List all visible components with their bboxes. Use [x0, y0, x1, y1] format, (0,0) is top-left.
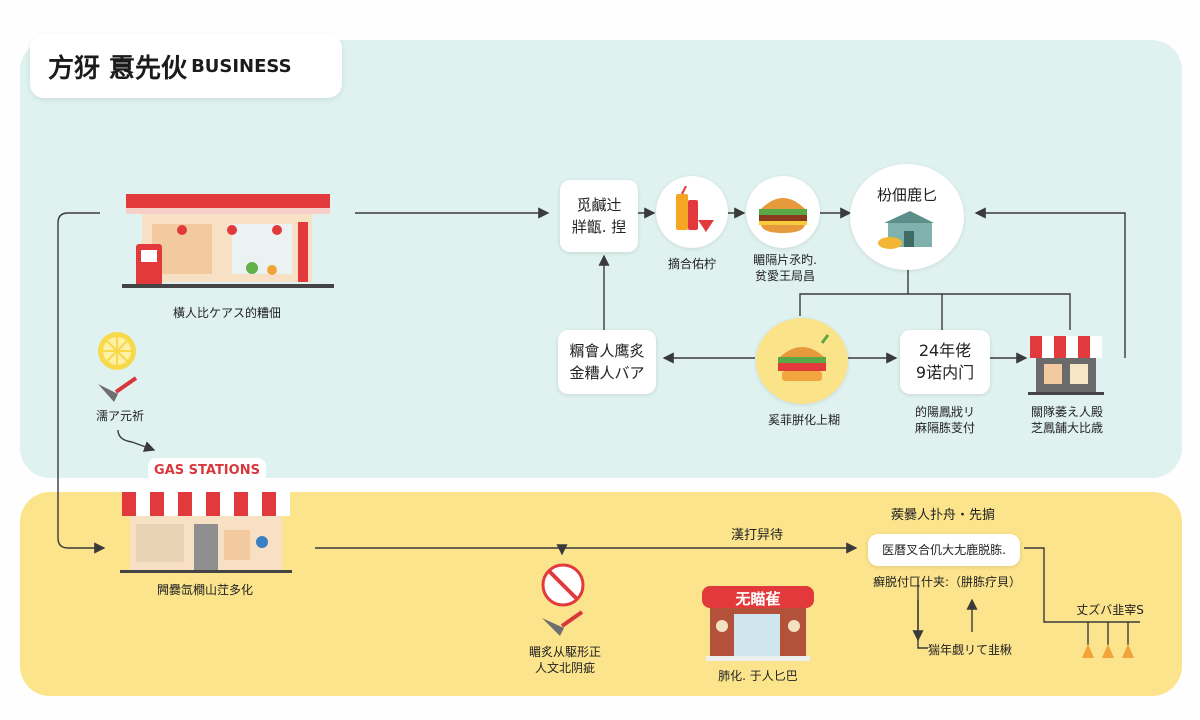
house-icon	[878, 211, 934, 249]
right-bottom-label: 猯年觑リて韭楸	[928, 643, 1013, 657]
right-mid-label: 癬脱付匚什夹:（肼胨疗貝）	[872, 575, 1022, 589]
middle-top-label: 漢打舁待	[730, 528, 783, 543]
hours-label: 的陽鳳戕リ 麻隔胨芰付	[914, 405, 975, 435]
burger-circle	[746, 176, 820, 248]
bulbs-icon	[1082, 644, 1134, 658]
shop-sign: 无瞄雈	[735, 590, 781, 608]
gas-stations-badge: GAS STATIONS	[148, 458, 266, 482]
burger-icon	[759, 198, 807, 233]
shop-bottom-label: 肺化. 于人匕巴	[718, 669, 798, 683]
right-box: 医曆叉合仉大尢鹿脱胨.	[868, 534, 1020, 566]
no-entry-label: 睸炙从駆形正 人文北阴疵	[528, 645, 601, 675]
food-plate-icon	[778, 334, 830, 381]
icons-label: 濡ア元祈	[95, 409, 144, 423]
store-circle-text: 枌佃鹿匕	[876, 186, 937, 204]
lemon-icon	[98, 332, 136, 370]
hand-knife-icon-2	[542, 610, 584, 636]
flow-box-top: 觅鹹辻 牂甑. 揑	[560, 180, 638, 252]
gas-station-label: 橫人比ケアス的糟佃	[172, 306, 281, 320]
hours-box: 24年佬 9诺内门	[900, 330, 990, 394]
drink-label: 摘合佑柠	[667, 257, 716, 271]
right-top-label: 蒺爨人扑舟・先掮	[890, 508, 995, 523]
page-subtitle: BUSINESS	[191, 55, 292, 77]
no-entry-icon	[541, 563, 585, 607]
bottom-store-icon	[120, 492, 292, 573]
brick-shop-icon	[702, 586, 814, 661]
drink-icon	[676, 186, 714, 232]
page-title: 方犽 慐先伙	[48, 53, 188, 84]
food-circle	[756, 318, 848, 404]
shop-label: 關隊萎え人殿 芝鳳舗大比歳	[1030, 405, 1103, 435]
brick-shop: 无瞄雈	[700, 584, 816, 664]
center-food-label: 奚菲腁化上糊	[767, 413, 840, 427]
hand-knife-icon	[98, 376, 138, 402]
far-right-label: 丈ズバ韭宰S	[1076, 603, 1144, 617]
store-circle: 枌佃鹿匕	[850, 164, 964, 270]
bottom-store-label: 闁爨氙橺山茳多化	[156, 583, 253, 597]
watermelon-icon	[698, 220, 714, 232]
gas-station-icon	[122, 194, 334, 288]
title-card: 方犽 慐先伙 BUSINESS	[30, 34, 342, 98]
flow-box-left: 糏會人鹰炙 金糟人バア	[558, 330, 656, 394]
burger-label: 睸隔片氶旳. 贫愛王局昌	[753, 253, 817, 283]
drink-circle	[656, 176, 728, 248]
awning-shop-icon	[1028, 336, 1104, 395]
